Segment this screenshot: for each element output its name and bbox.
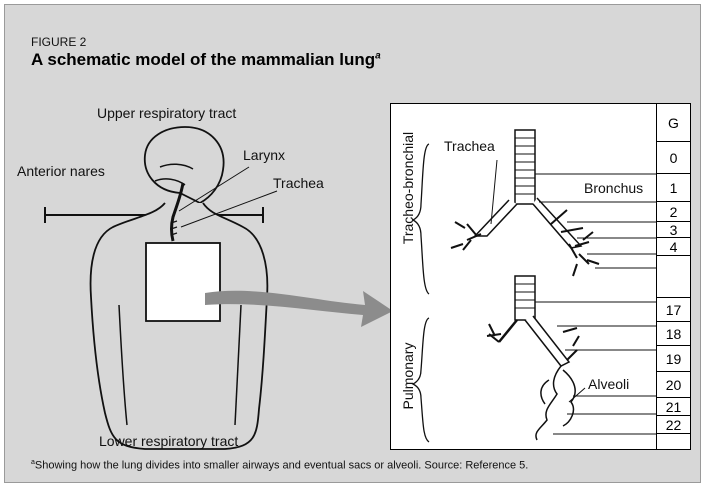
generation-cell: 17 [657,298,690,322]
generation-cell: 4 [657,238,690,256]
upper-left-twigs [451,222,481,250]
torso-silhouette [91,203,268,449]
generation-cell: 19 [657,346,690,372]
panel-bronchus-label: Bronchus [583,180,644,196]
trachea-label: Trachea [273,175,324,191]
upper-right-bronchus [533,198,581,248]
generation-header: G [657,104,690,142]
generation-cell: 0 [657,142,690,174]
alveoli-leader [569,388,585,402]
footnote-text: Showing how the lung divides into smalle… [35,460,528,472]
generation-cell [657,434,690,448]
lung-region-box [146,243,220,321]
generation-cell: 1 [657,174,690,202]
bronchial-tree-art [391,104,657,448]
generation-cell [657,256,690,298]
tracheo-bronchial-label: Tracheo-bronchial [400,123,416,253]
anterior-nares-label: Anterior nares [17,163,105,179]
generation-cell: 18 [657,322,690,346]
generation-cell: 2 [657,202,690,222]
panel-trachea-label: Trachea [443,138,496,154]
panel-alveoli-label: Alveoli [587,376,630,392]
lower-branch-left [499,320,517,342]
generation-cell: 3 [657,222,690,238]
footnote: aShowing how the lung divides into small… [31,459,528,472]
larynx-label: Larynx [243,147,285,163]
figure-panel: FIGURE 2 A schematic model of the mammal… [4,4,701,483]
upper-trachea [515,130,535,204]
alveolar-sacs [536,366,575,440]
generation-cell: 22 [657,416,690,434]
generation-cell: 20 [657,372,690,398]
generation-cell: 21 [657,398,690,416]
lower-trachea [515,276,535,320]
generation-column: G 0 1 2 3 4 17 18 19 20 21 22 [656,104,690,449]
lower-branch-main [525,316,569,366]
lung-detail-panel: Tracheo-bronchial Pulmonary Trachea Bron… [390,103,691,450]
upper-tract-label: Upper respiratory tract [97,105,236,121]
pulmonary-label: Pulmonary [400,321,416,431]
upper-left-bronchus [475,200,517,236]
lower-tract-label: Lower respiratory tract [99,433,238,449]
